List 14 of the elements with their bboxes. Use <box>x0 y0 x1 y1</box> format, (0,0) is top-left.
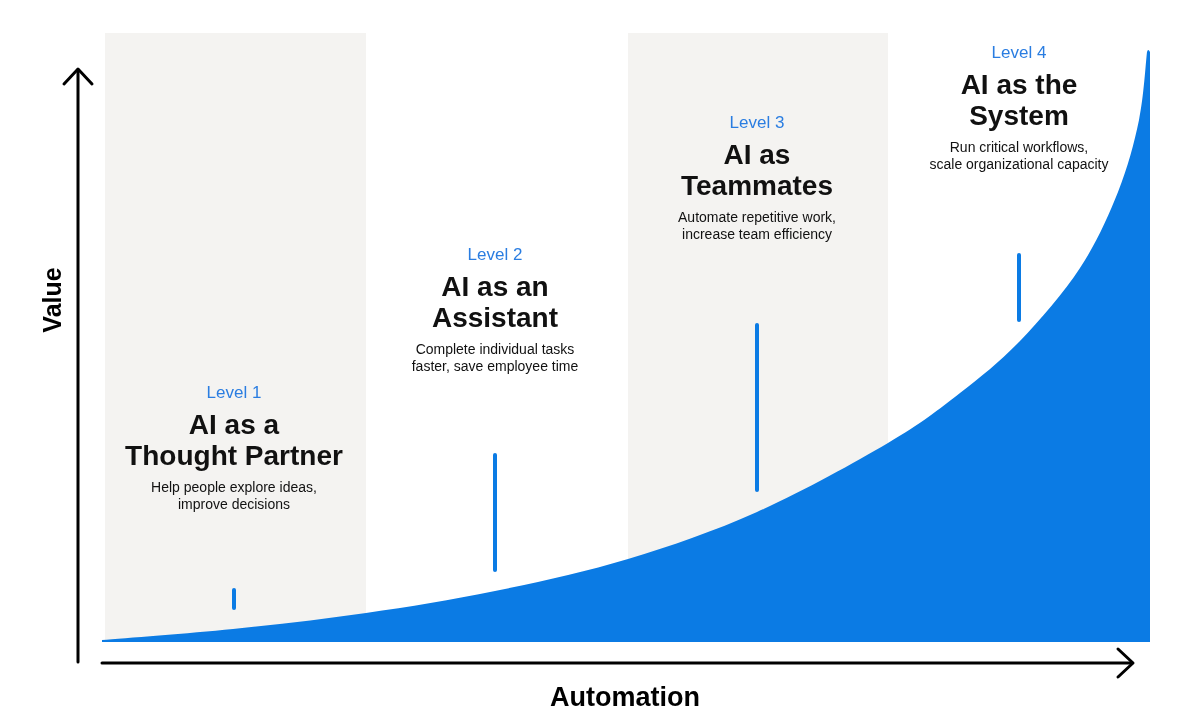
axis-label: Value <box>39 267 65 333</box>
level-description: Automate repetitive work, increase team efficiency <box>678 209 836 243</box>
level-label: Level 1 <box>206 383 262 403</box>
axis-label: Automation <box>550 683 700 711</box>
level-label: Level 2 <box>467 245 523 265</box>
level-title: AI as Teammates <box>681 139 833 201</box>
level-description: Help people explore ideas, improve decisions <box>151 479 317 513</box>
level-description: Complete individual tasks faster, save employee time <box>411 341 579 375</box>
level-title: AI as an Assistant <box>431 271 558 333</box>
level-title: AI as the System <box>960 69 1078 131</box>
level-description: Run critical workflows, scale organizational capacity <box>929 139 1109 173</box>
level-label: Level 4 <box>991 43 1047 63</box>
level-title: AI as a Thought Partner <box>125 409 343 471</box>
level-label: Level 3 <box>729 113 785 133</box>
